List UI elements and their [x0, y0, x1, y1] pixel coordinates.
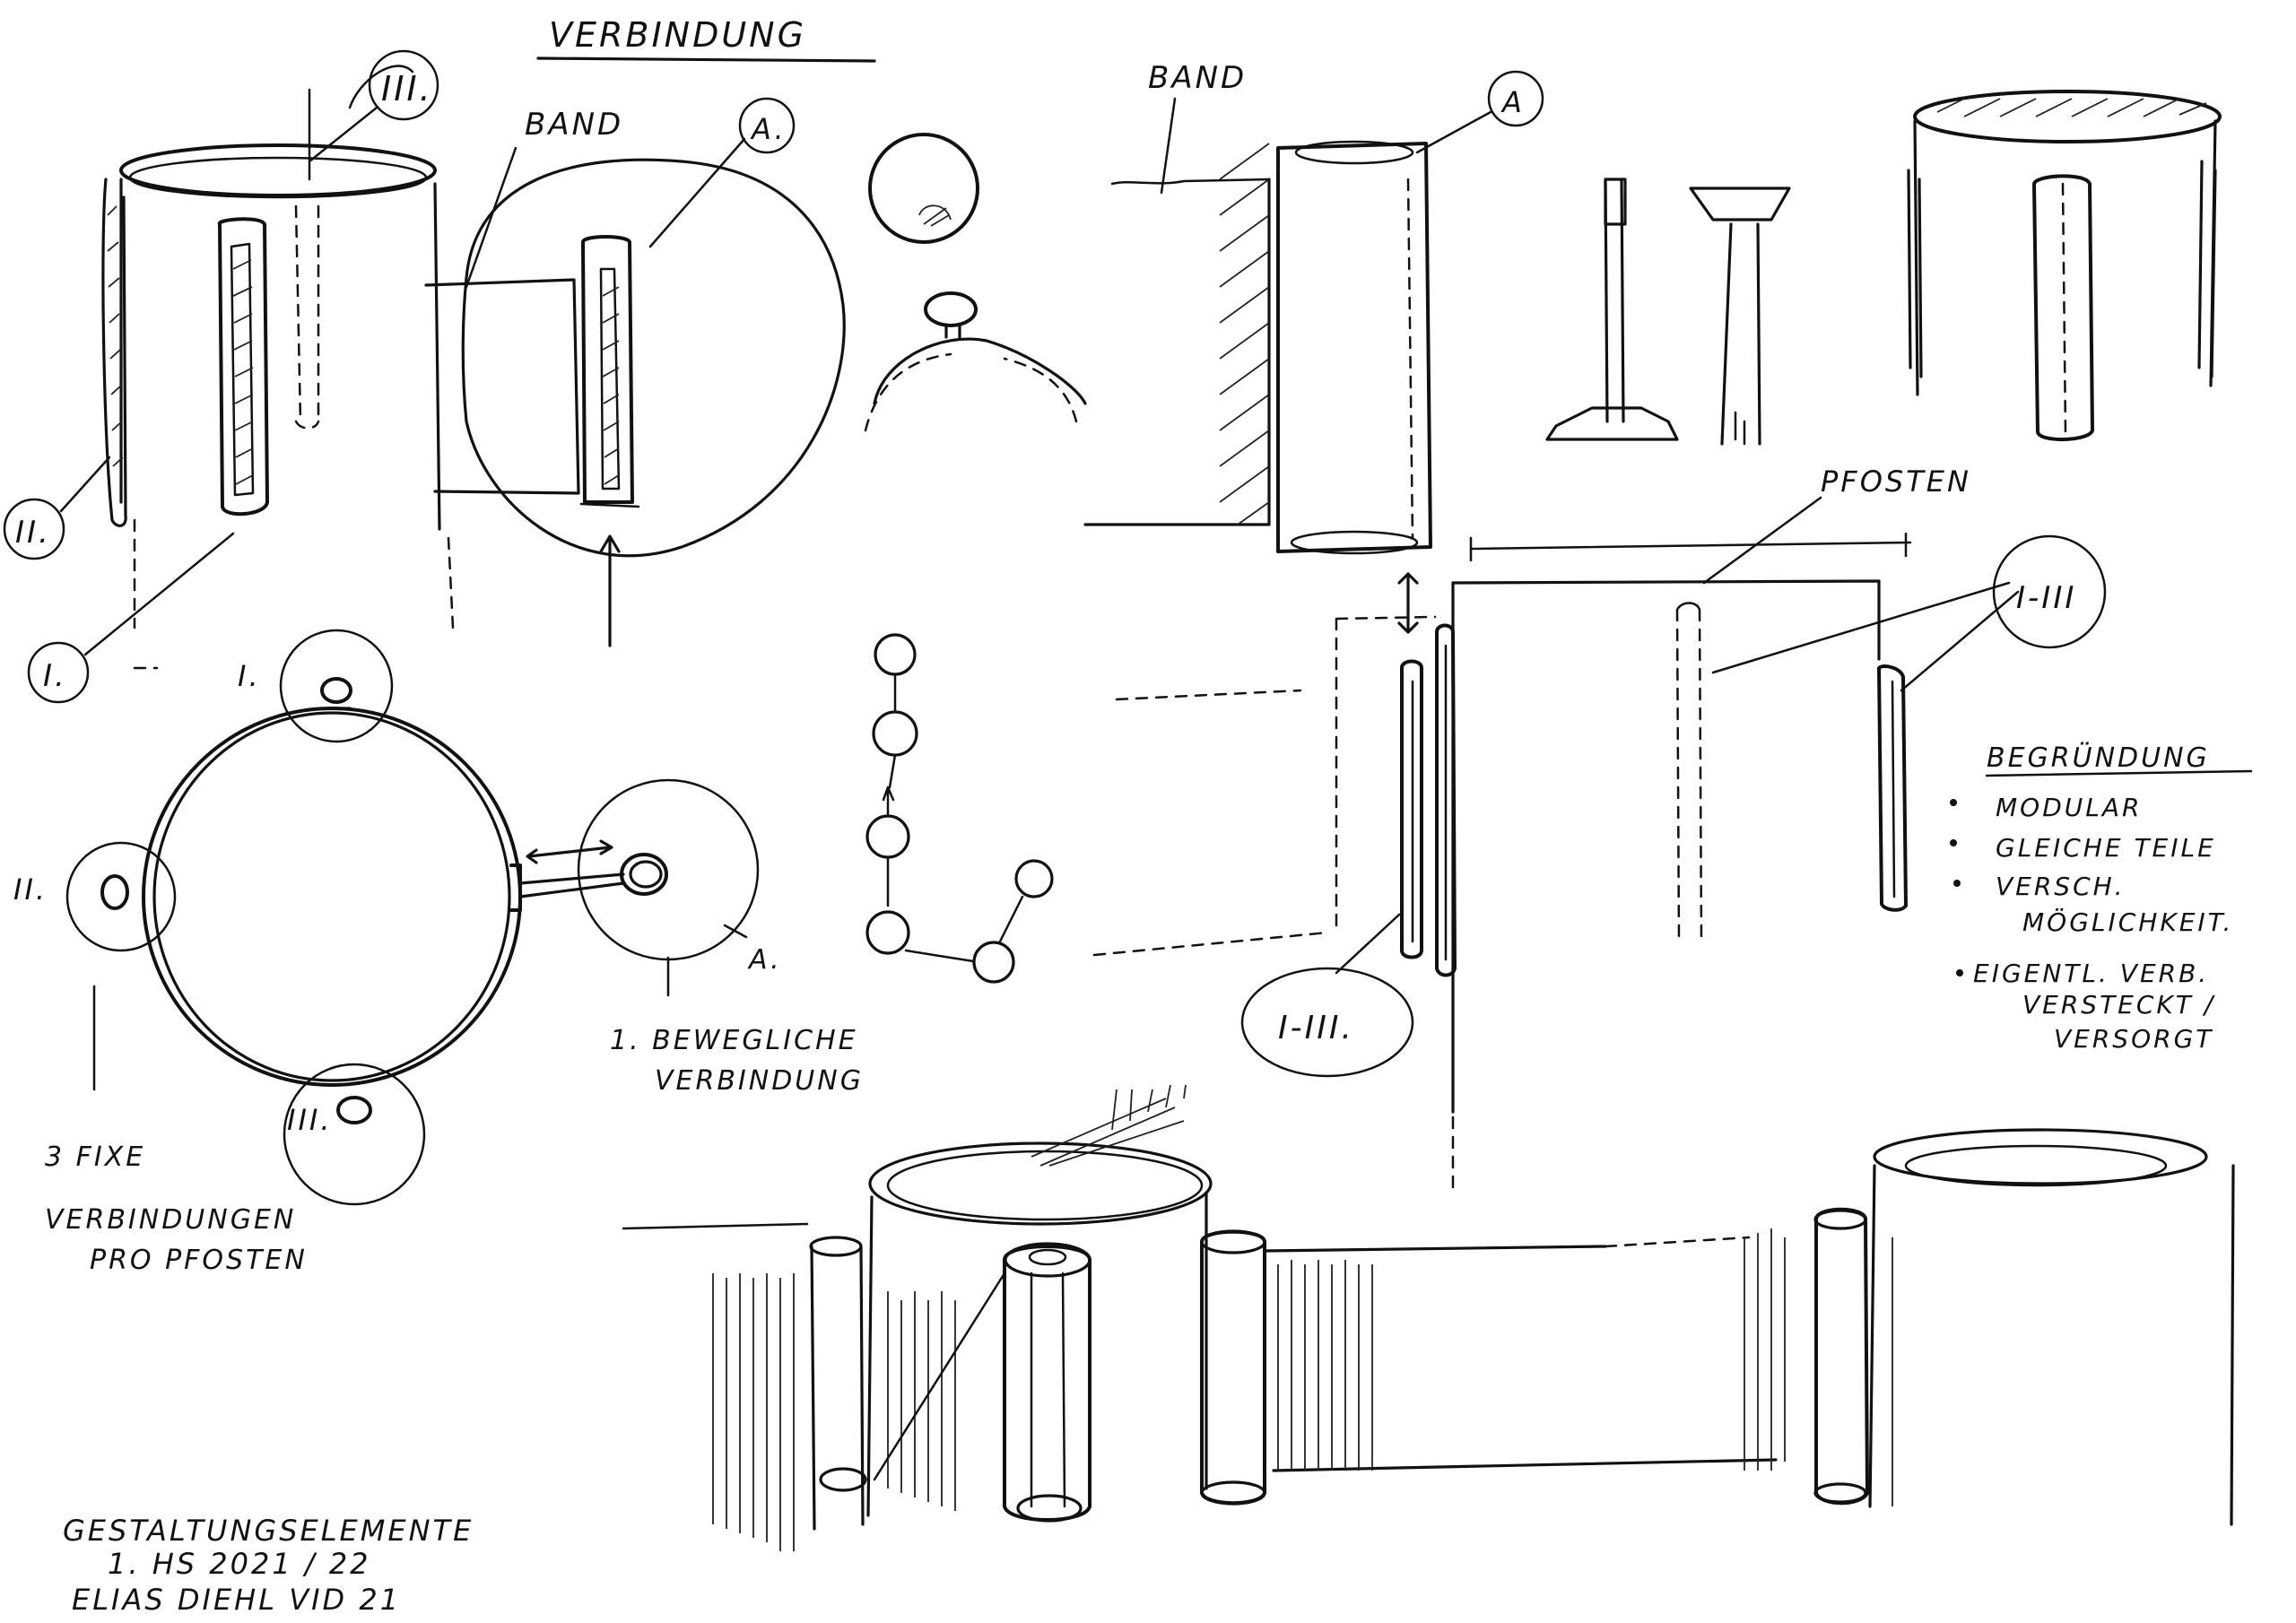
svg-text:A: A [1500, 85, 1525, 119]
label-ii-left: II. [3, 498, 65, 560]
plan-view-sketch [65, 629, 760, 1206]
begruendung-item: EIGENTL. VERB. [1973, 959, 2209, 988]
dimension-line [1469, 532, 1912, 562]
label-a-top-left: A. [738, 97, 796, 154]
band-label-left: BAND [525, 107, 623, 143]
band-piece-left [424, 278, 580, 495]
stool-sketch-top-left [101, 65, 455, 629]
svg-text:I.: I. [43, 658, 67, 694]
post-a-section [1276, 140, 1432, 555]
plan-label-i: I. [238, 659, 261, 693]
detail-circle-a-top [461, 158, 846, 558]
plan-label-ii: II. [13, 872, 48, 907]
signature-line-1: GESTALTUNGSELEMENTE [63, 1514, 474, 1548]
note-fixe-3: PRO PFOSTEN [90, 1245, 308, 1276]
begruendung-item: VERSTECKT / [2022, 990, 2215, 1020]
note-bewegliche-2: VERBINDUNG [655, 1065, 864, 1097]
svg-text:II.: II. [15, 515, 51, 551]
note-bewegliche-1: 1. BEWEGLICHE [610, 1025, 858, 1056]
note-fixe-1: 3 FIXE [45, 1141, 145, 1173]
plan-label-iii: III. [287, 1103, 332, 1137]
note-fixe-2: VERBINDUNGEN [45, 1204, 296, 1236]
chain-joint-sketch [865, 633, 1054, 984]
arrow-up-detail [599, 534, 621, 647]
label-i-iii-top: I-III [1992, 534, 2107, 649]
height-arrow [1397, 572, 1419, 634]
label-iii-top: III. [368, 49, 439, 121]
pfosten-label: PFOSTEN [1821, 464, 1971, 499]
svg-text:A.: A. [750, 112, 787, 146]
signature-line-3: ELIAS DIEHL VID 21 [72, 1583, 401, 1617]
begruendung-item: MÖGLICHKEIT. [2022, 907, 2233, 937]
begruendung-item: VERSORGT [2054, 1024, 2213, 1054]
ball-joint-sketch [864, 133, 1087, 432]
assembly-perspective-sketch [622, 1084, 2235, 1551]
begruendung-heading: BEGRÜNDUNG [1987, 742, 2210, 774]
begruendung-item: MODULAR [1996, 793, 2142, 822]
label-a-top-right: A [1487, 70, 1544, 127]
begruendung-item: GLEICHE TEILE [1996, 833, 2216, 863]
svg-text:III.: III. [381, 69, 433, 108]
connector-post-sketches [1545, 178, 1791, 446]
panel-elevation-sketch [1335, 579, 1908, 1194]
signature-line-2: 1. HS 2021 / 22 [108, 1547, 371, 1581]
label-i-iii-bottom: I-III. [1240, 967, 1414, 1078]
plan-label-a: A. [747, 944, 782, 976]
stool-sketch-top-right [1907, 90, 2222, 442]
label-i-left: I. [27, 641, 90, 704]
sheet-title: VERBINDUNG [549, 15, 806, 55]
svg-text:I-III.: I-III. [1278, 1010, 1354, 1046]
title-underline [536, 56, 876, 63]
svg-text:I-III: I-III [2016, 580, 2076, 616]
begruendung-list: MODULAR GLEICHE TEILE VERSCH. MÖGLICHKEI… [1950, 793, 2233, 1054]
begruendung-item: VERSCH. [1996, 872, 2126, 901]
band-label-right: BAND [1148, 60, 1247, 96]
